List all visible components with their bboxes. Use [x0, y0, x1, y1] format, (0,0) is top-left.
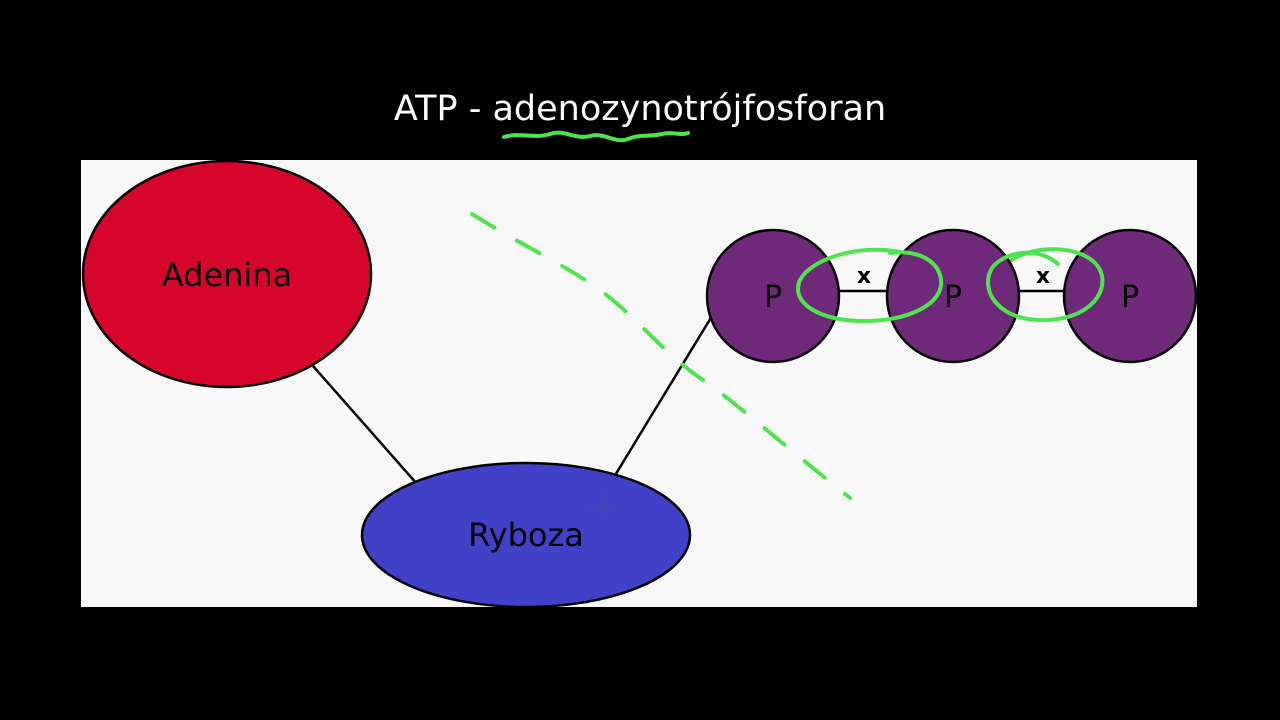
bond-ryboza-phosphate [612, 315, 714, 478]
bond-adenina-ryboza [312, 365, 418, 485]
title-underline-squiggle [502, 130, 690, 143]
phosphate-node-1 [705, 228, 841, 364]
bond-highlight-circle-1 [796, 247, 944, 324]
title-highlighted-word: adenozynotrójfosforan [492, 89, 887, 129]
phosphate-label-3: P [1121, 280, 1139, 315]
cleavage-dashed-line [470, 212, 852, 500]
title-prefix: ATP - [393, 89, 493, 129]
slide-title: ATP - adenozynotrójfosforan [0, 86, 1280, 132]
phosphate-label-1: P [764, 280, 782, 315]
bond-label-2: x [1036, 264, 1050, 289]
phosphate-node-2 [885, 228, 1021, 364]
cursor-crosshair-icon [590, 494, 614, 518]
ryboza-node [360, 461, 692, 609]
phosphate-label-2: P [944, 280, 962, 315]
adenina-label: Adenina [162, 256, 292, 294]
ryboza-label: Ryboza [468, 516, 584, 554]
adenina-node [81, 159, 373, 389]
bond-highlight-circle-2 [986, 247, 1105, 323]
bond-label-1: x [857, 264, 871, 289]
